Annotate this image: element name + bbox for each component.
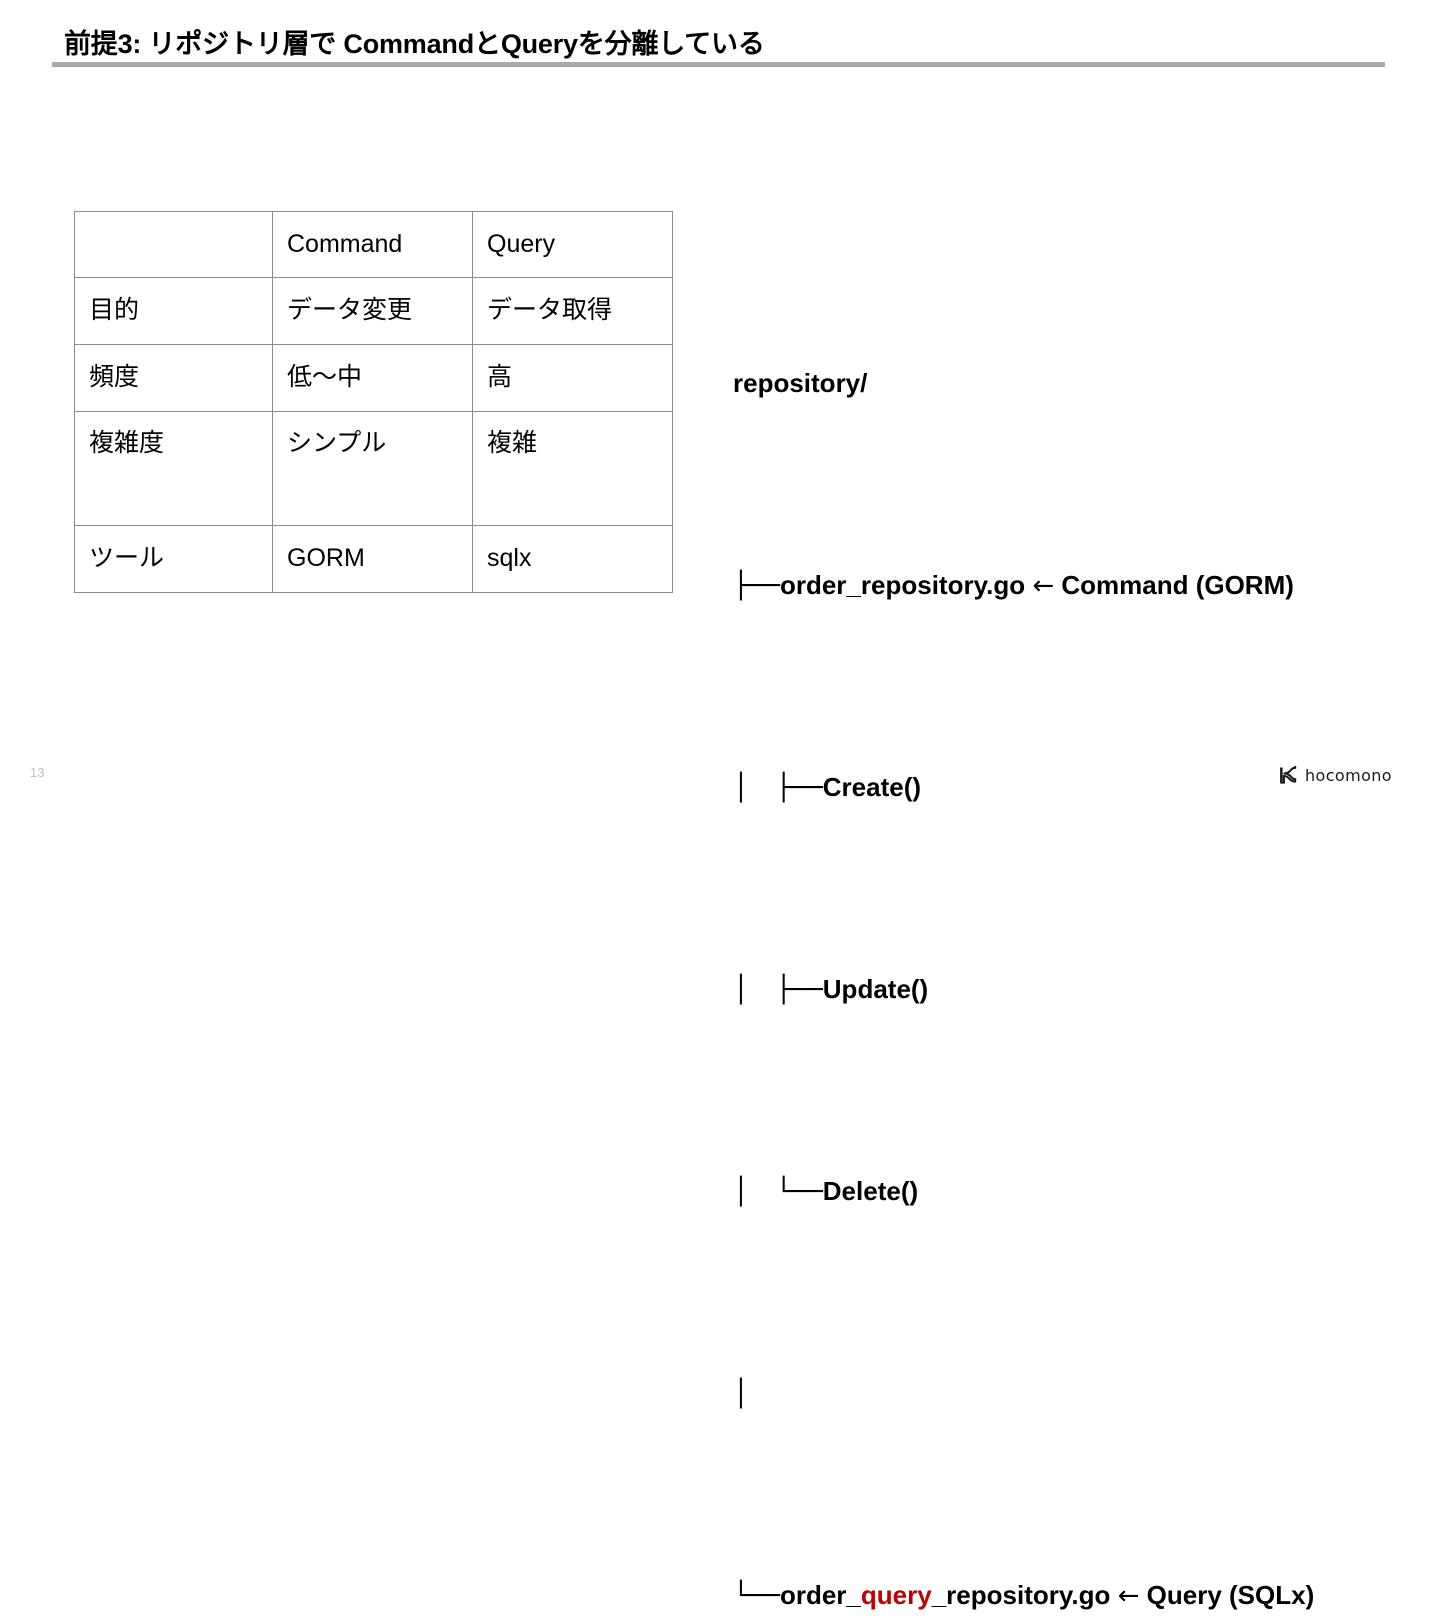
tree-node-label: Create() bbox=[823, 772, 921, 802]
page-title: 前提3: リポジトリ層で CommandとQueryを分離している bbox=[64, 22, 765, 61]
tree-branch-glyph: │ ├── bbox=[733, 975, 823, 1005]
tree-node-label: order_repository.go bbox=[780, 570, 1025, 600]
tree-node-label: Delete() bbox=[823, 1176, 918, 1206]
command-query-comparison-table: Command Query 目的 データ変更 データ取得 頻度 低～中 高 複雑… bbox=[74, 211, 673, 593]
tree-root-label: repository/ bbox=[733, 368, 867, 398]
left-arrow-icon: ← bbox=[1032, 571, 1054, 601]
tree-line-delete: │ └──Delete() bbox=[733, 1166, 1314, 1217]
tree-line-order-query-repository: └──order_query_repository.go ← Query (SQ… bbox=[733, 1570, 1314, 1620]
tree-branch-glyph: │ └── bbox=[733, 1177, 823, 1207]
tree-line-spacer: │ bbox=[733, 1368, 1314, 1419]
row-label-purpose: 目的 bbox=[75, 278, 273, 345]
cell-frequency-command: 低～中 bbox=[273, 345, 473, 412]
title-divider bbox=[52, 62, 1385, 67]
table-header-query: Query bbox=[473, 212, 673, 278]
tree-branch-glyph: ├── bbox=[733, 571, 780, 601]
cell-tool-command: GORM bbox=[273, 526, 473, 593]
table-row: 目的 データ変更 データ取得 bbox=[75, 278, 673, 345]
cell-purpose-command: データ変更 bbox=[273, 278, 473, 345]
tree-node-label-highlight: query bbox=[861, 1580, 932, 1610]
tree-node-label-after: _repository.go bbox=[932, 1580, 1111, 1610]
row-label-frequency: 頻度 bbox=[75, 345, 273, 412]
table-row: 複雑度 シンプル 複雑 bbox=[75, 412, 673, 526]
page-number: 13 bbox=[30, 765, 44, 780]
tree-line-order-repository: ├──order_repository.go ← Command (GORM) bbox=[733, 560, 1314, 611]
cell-complexity-query: 複雑 bbox=[473, 412, 673, 526]
table-row: 頻度 低～中 高 bbox=[75, 345, 673, 412]
slide-canvas: 前提3: リポジトリ層で CommandとQueryを分離している Comman… bbox=[0, 0, 1440, 810]
repository-directory-tree: repository/ ├──order_repository.go ← Com… bbox=[733, 206, 1314, 1620]
table-header-command: Command bbox=[273, 212, 473, 278]
cell-purpose-query: データ取得 bbox=[473, 278, 673, 345]
brand-logo: hocomono bbox=[1279, 766, 1392, 785]
row-label-complexity: 複雑度 bbox=[75, 412, 273, 526]
left-arrow-icon: ← bbox=[1118, 1581, 1140, 1611]
tree-node-note: Command (GORM) bbox=[1061, 570, 1294, 600]
tree-root-line: repository/ bbox=[733, 358, 1314, 409]
cell-complexity-command: シンプル bbox=[273, 412, 473, 526]
brand-name: hocomono bbox=[1305, 766, 1392, 785]
tree-line-update: │ ├──Update() bbox=[733, 964, 1314, 1015]
tree-branch-glyph: │ ├── bbox=[733, 773, 823, 803]
table-row: ツール GORM sqlx bbox=[75, 526, 673, 593]
row-label-tool: ツール bbox=[75, 526, 273, 593]
tree-line-create: │ ├──Create() bbox=[733, 762, 1314, 813]
table-header-row: Command Query bbox=[75, 212, 673, 278]
tree-branch-glyph: └── bbox=[733, 1581, 780, 1611]
tree-branch-glyph: │ bbox=[733, 1379, 749, 1409]
cell-tool-query: sqlx bbox=[473, 526, 673, 593]
hocomono-mark-icon bbox=[1279, 766, 1298, 785]
tree-node-label-before: order_ bbox=[780, 1580, 861, 1610]
cell-frequency-query: 高 bbox=[473, 345, 673, 412]
tree-node-label: Update() bbox=[823, 974, 928, 1004]
table-corner-cell bbox=[75, 212, 273, 278]
tree-node-note: Query (SQLx) bbox=[1147, 1580, 1315, 1610]
